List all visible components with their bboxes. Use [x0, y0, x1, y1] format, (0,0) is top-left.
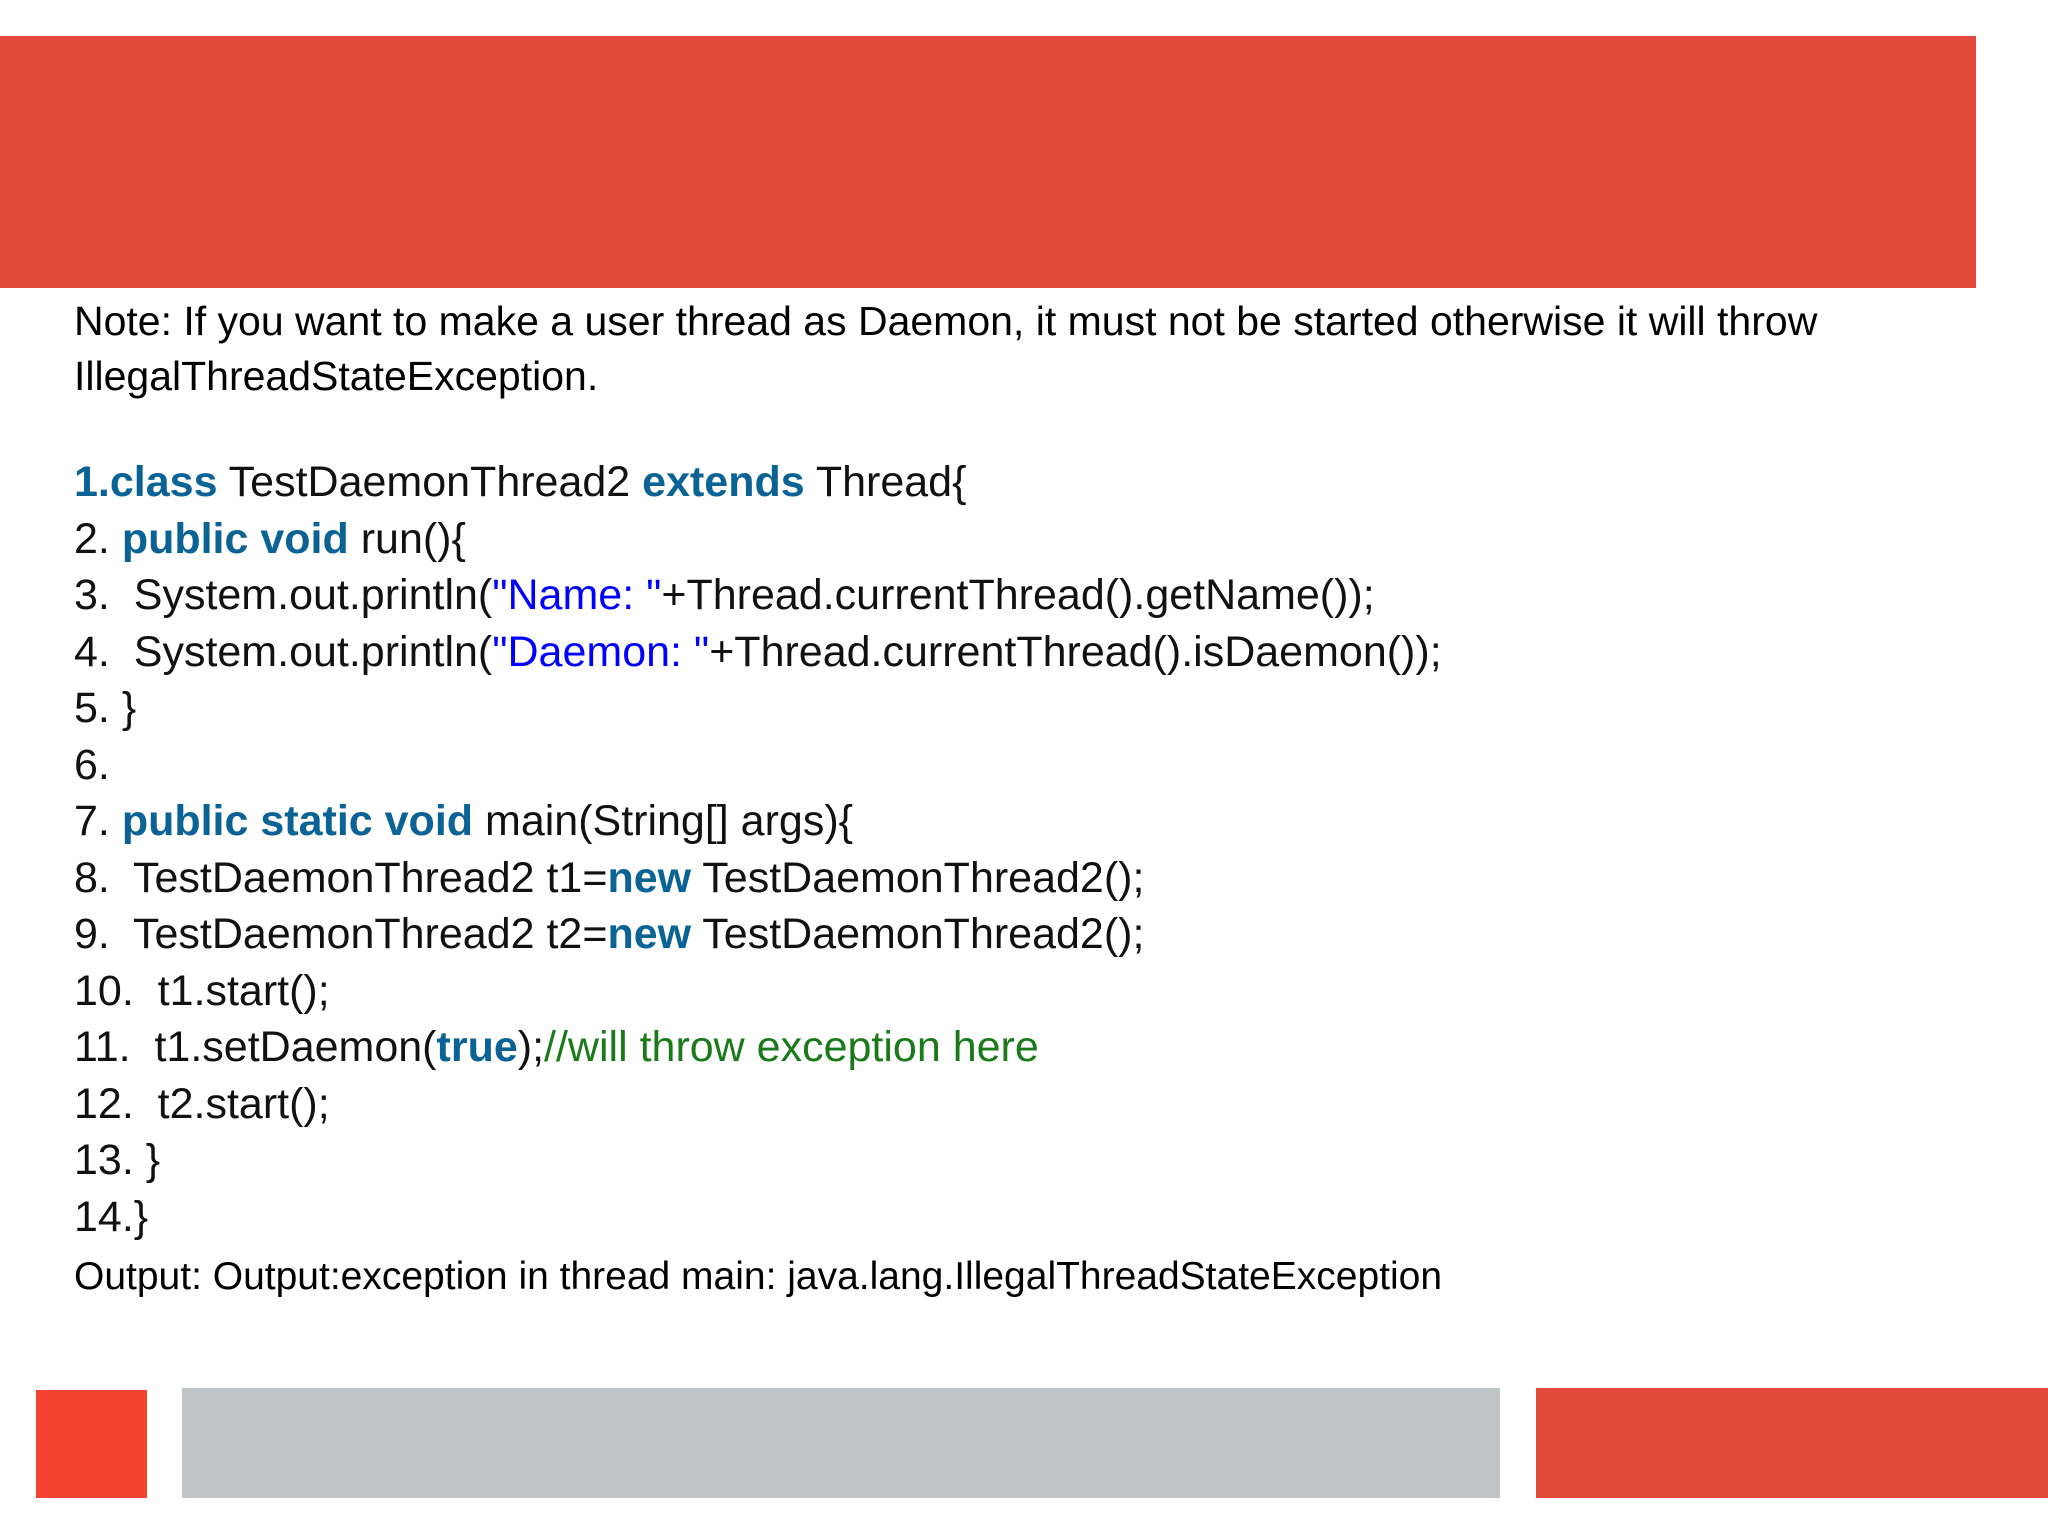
- code-text: );: [517, 1023, 545, 1071]
- code-line: 7. public static void main(String[] args…: [74, 793, 2014, 850]
- code-line: 5. }: [74, 680, 2014, 737]
- code-text: System.out.println(: [133, 571, 493, 619]
- code-line-number: 2.: [74, 514, 122, 563]
- code-line: 6.: [74, 737, 2014, 794]
- code-text: TestDaemonThread2 t1=: [132, 853, 608, 902]
- code-keyword: class: [109, 458, 218, 506]
- code-line-number: 7.: [74, 797, 122, 845]
- code-line: 11. t1.setDaemon(true);//will throw exce…: [74, 1019, 2014, 1076]
- code-text: }: [121, 684, 137, 732]
- code-line-number: 4.: [74, 627, 134, 676]
- code-listing: 1.class TestDaemonThread2 extends Thread…: [74, 454, 2014, 1245]
- code-keyword: extends: [642, 458, 805, 506]
- code-line-number: 5.: [74, 684, 122, 732]
- code-text: t2.start();: [157, 1079, 330, 1128]
- code-string-literal: "Name: ": [492, 571, 662, 619]
- code-line: 12. t2.start();: [74, 1076, 2014, 1133]
- code-line: 3. System.out.println("Name: "+Thread.cu…: [74, 567, 2014, 624]
- code-line-number: 1.: [74, 458, 110, 506]
- code-line-number: 14.: [74, 1192, 134, 1241]
- note-paragraph: Note: If you want to make a user thread …: [74, 298, 1818, 399]
- code-line: 14.}: [74, 1189, 2014, 1246]
- code-text: main(String[] args){: [473, 797, 854, 845]
- code-line: 2. public void run(){: [74, 511, 2014, 568]
- code-line-number: 9.: [74, 910, 133, 958]
- code-line: 8. TestDaemonThread2 t1=new TestDaemonTh…: [74, 850, 2014, 907]
- content-spacer: [74, 404, 2014, 454]
- code-string-literal: "Daemon: ": [492, 627, 710, 676]
- code-text: t1.start();: [157, 966, 330, 1015]
- slide-content: Note: If you want to make a user thread …: [74, 294, 2014, 1305]
- code-line: 9. TestDaemonThread2 t2=new TestDaemonTh…: [74, 906, 2014, 963]
- code-line-number: 13.: [74, 1136, 146, 1184]
- code-text: TestDaemonThread2();: [691, 853, 1145, 902]
- code-comment: //will throw exception here: [544, 1023, 1039, 1071]
- code-keyword: new: [607, 910, 692, 958]
- code-text: TestDaemonThread2();: [691, 910, 1145, 958]
- code-keyword: public static void: [121, 797, 474, 845]
- code-text: t1.setDaemon(: [154, 1023, 437, 1071]
- code-text: +Thread.currentThread().getName());: [661, 571, 1375, 619]
- bottom-bar-gray: [182, 1388, 1500, 1498]
- output-line: Output: Output:exception in thread main:…: [74, 1255, 1443, 1298]
- top-red-banner: [0, 36, 1976, 288]
- code-line: 4. System.out.println("Daemon: "+Thread.…: [74, 624, 2014, 681]
- code-line-number: 12.: [74, 1079, 158, 1128]
- code-text: TestDaemonThread2 t2=: [132, 910, 608, 958]
- code-line: 13. }: [74, 1132, 2014, 1189]
- code-line-number: 10.: [74, 966, 158, 1015]
- code-text: run(){: [348, 514, 466, 563]
- bottom-bar-red-small: [36, 1390, 147, 1498]
- code-text: Thread{: [804, 458, 967, 506]
- code-line: 10. t1.start();: [74, 963, 2014, 1020]
- bottom-bar-red-large: [1536, 1388, 2048, 1498]
- code-keyword: new: [607, 853, 692, 902]
- code-line-number: 3.: [74, 571, 134, 619]
- code-line: 1.class TestDaemonThread2 extends Thread…: [74, 454, 2014, 511]
- code-text: TestDaemonThread2: [217, 458, 643, 506]
- code-keyword: true: [436, 1023, 518, 1071]
- code-text: System.out.println(: [133, 627, 493, 676]
- code-line-number: 11.: [74, 1023, 155, 1071]
- code-text: }: [133, 1192, 149, 1241]
- code-line-number: 8.: [74, 853, 133, 902]
- code-text: +Thread.currentThread().isDaemon());: [709, 627, 1442, 676]
- code-keyword: public void: [121, 514, 349, 563]
- code-line-number: 6.: [74, 740, 110, 789]
- code-text: }: [145, 1136, 161, 1184]
